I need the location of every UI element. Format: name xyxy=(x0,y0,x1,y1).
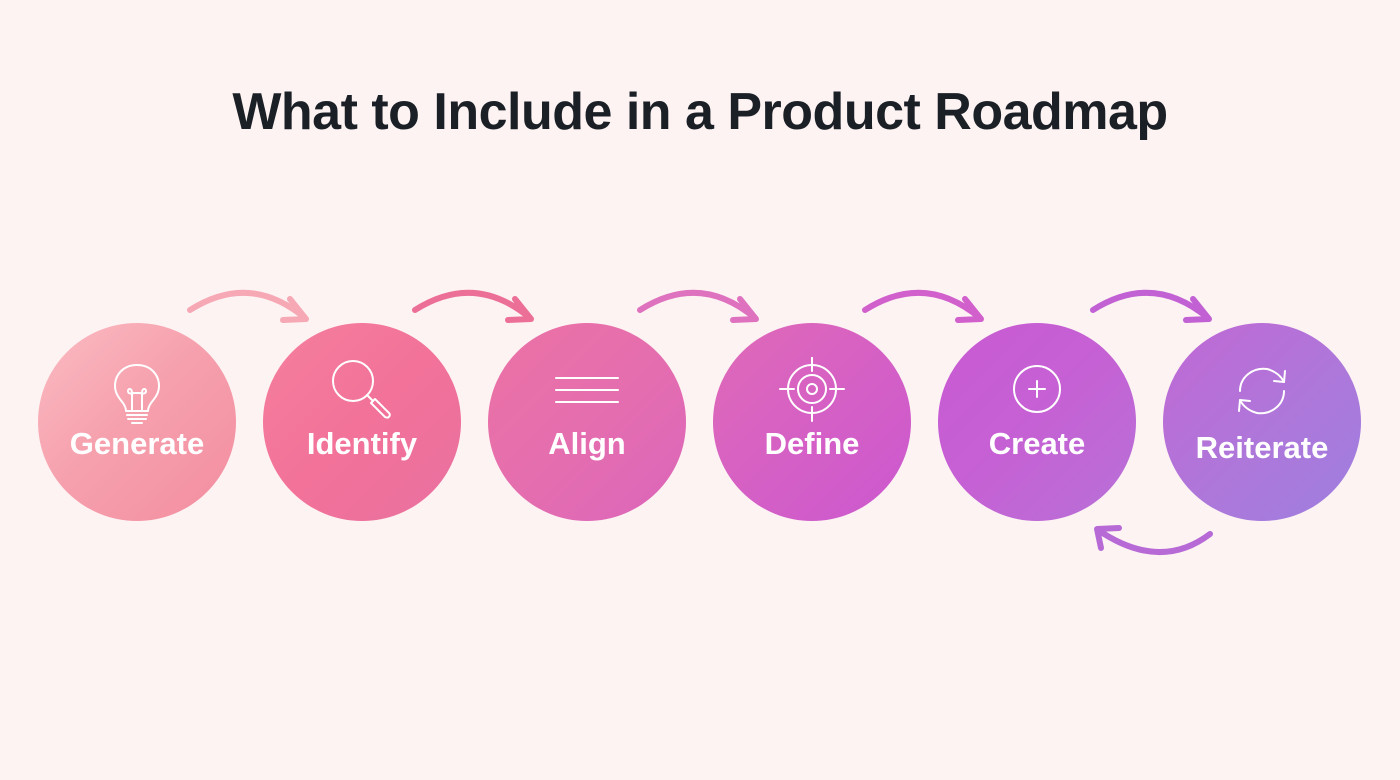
lightbulb-icon xyxy=(102,357,172,427)
step-create: Create xyxy=(938,323,1136,521)
step-align: Align xyxy=(488,323,686,521)
step-generate: Generate xyxy=(38,323,236,521)
arrow-define-to-create xyxy=(862,289,984,323)
target-icon xyxy=(777,357,847,427)
magnifier-icon xyxy=(327,357,397,427)
arrow-create-to-reiterate xyxy=(1090,289,1212,323)
plus-circle-icon xyxy=(1002,357,1072,427)
arrow-align-to-define xyxy=(637,289,759,323)
step-identify: Identify xyxy=(263,323,461,521)
step-label-align: Align xyxy=(548,426,626,461)
step-define: Define xyxy=(713,323,911,521)
lines-icon xyxy=(552,357,622,427)
step-reiterate: Reiterate xyxy=(1163,323,1361,521)
step-label-create: Create xyxy=(988,426,1086,461)
page-title: What to Include in a Product Roadmap xyxy=(232,83,1168,141)
arrow-generate-to-identify xyxy=(187,289,309,323)
arrow-identify-to-align xyxy=(412,289,534,323)
step-label-define: Define xyxy=(764,426,860,461)
step-label-reiterate: Reiterate xyxy=(1195,430,1329,465)
arrow-reiterate-to-create xyxy=(1094,525,1213,555)
refresh-icon xyxy=(1227,357,1297,427)
step-label-identify: Identify xyxy=(306,426,418,461)
step-label-generate: Generate xyxy=(69,426,205,461)
